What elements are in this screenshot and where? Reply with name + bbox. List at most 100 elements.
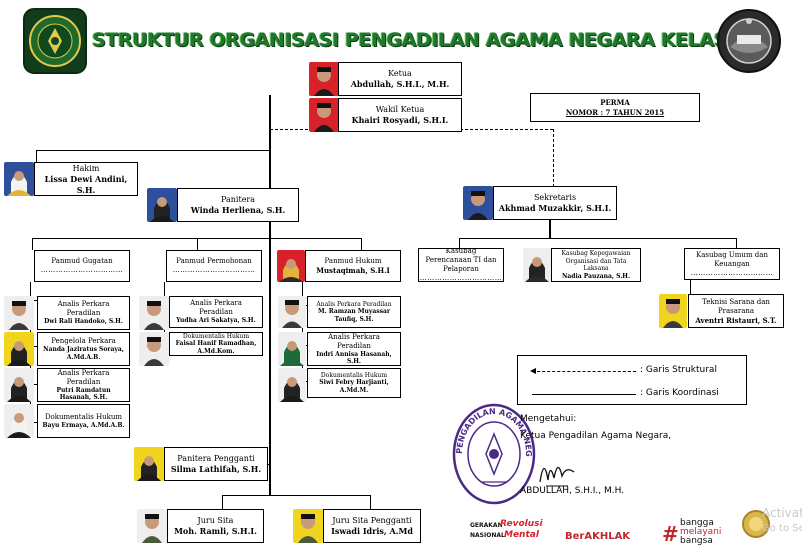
- legend-struktural-label: : Garis Struktural: [640, 365, 717, 375]
- pengadilan-agama-emblem: [23, 8, 87, 74]
- hashtag-icon: #: [662, 522, 679, 546]
- legend: : Garis Struktural : Garis Koordinasi: [517, 355, 747, 405]
- page-title: STRUKTUR ORGANISASI PENGADILAN AGAMA NEG…: [92, 29, 747, 51]
- sekretaris-name: Akhmad Muzakkir, S.H.I.: [498, 203, 612, 213]
- perma-box: PERMA NOMOR : 7 TAHUN 2015: [530, 93, 700, 122]
- ketua-name: Abdullah, S.H.I., M.H.: [350, 79, 450, 89]
- permohonan-staff-box: Analis Perkara Peradilan Yudha Ari Sakat…: [169, 296, 263, 328]
- sekretaris-box: Sekretaris Akhmad Muzakkir, S.H.I.: [493, 186, 617, 220]
- hukum-staff-name: Siwi Febry Harjianti, A.Md.M.: [319, 379, 389, 394]
- umum-staff-name: Aventri Ristauri, S.T.: [695, 315, 777, 325]
- gerakan-text-2: NASIONAL: [470, 532, 505, 539]
- panmud-gugatan-role: Panmud Gugatan: [51, 257, 113, 265]
- gugatan-staff-name: Bayu Ermaya, A.Md.A.B.: [42, 421, 125, 429]
- svg-text:PENGADILAN AGAMA NEGARA: PENGADILAN AGAMA NEGARA: [452, 402, 533, 457]
- jabatan-label: Ketua Pengadilan Agama Negara,: [520, 431, 672, 441]
- gold-medal-icon: [742, 510, 770, 538]
- jurusita-pengganti-box: Juru Sita Pengganti Iswadi Idris, A.Md: [323, 509, 421, 543]
- staff-photo: [4, 332, 34, 366]
- kasubag-kepegawaian-box: Kasubag Kepegawaian Organisasi dan Tata …: [551, 248, 641, 282]
- connector-line: [459, 238, 460, 248]
- perma-label: PERMA: [600, 98, 630, 107]
- kasubag-umum-dots: ……………………………: [690, 268, 774, 277]
- jurusita-box: Juru Sita Moh. Ramli, S.H.I.: [167, 509, 264, 543]
- kasubag-kepegawaian-name: Nadia Pauzana, S.H.: [561, 272, 631, 280]
- connector-line: [36, 150, 37, 162]
- jurusita-pengganti-photo: [293, 509, 323, 543]
- sekretaris-role: Sekretaris: [533, 193, 577, 202]
- permohonan-staff-role: Analis Perkara Peradilan: [190, 299, 242, 317]
- panmud-hukum-role: Panmud Hukum: [324, 257, 382, 265]
- panmud-permohonan-dots: ……………………………: [172, 266, 256, 274]
- legend-koordinasi-label: : Garis Koordinasi: [640, 388, 719, 398]
- staff-photo: [4, 404, 34, 438]
- legend-solid-line: [532, 394, 636, 395]
- hukum-staff-role: Analis Perkara Peradilan: [316, 300, 392, 308]
- panmud-permohonan-box: Panmud Permohonan ……………………………: [166, 250, 262, 282]
- jurusita-pengganti-name: Iswadi Idris, A.Md: [331, 526, 413, 536]
- panmud-gugatan-dots: ……………………………: [40, 266, 124, 274]
- panitera-photo: [147, 188, 177, 222]
- wakil-ketua-name: Khairi Rosyadi, S.H.I.: [351, 115, 449, 125]
- gugatan-staff-box: Pengelola Perkara Nanda Jaziratus Soraya…: [37, 332, 130, 366]
- hakim-photo: [4, 162, 34, 196]
- hukum-staff-name: M. Ramzan Muyassar Taufiq, S.H.: [317, 308, 391, 323]
- ketua-box: Ketua Abdullah, S.H.I., M.H.: [338, 62, 462, 96]
- gugatan-staff-role: Dokumentalis Hukum: [44, 412, 123, 421]
- kasubag-umum-box: Kasubag Umum dan Keuangan ……………………………: [684, 248, 780, 280]
- permohonan-staff-name: Yudha Ari Sakatya, S.H.: [176, 317, 256, 325]
- staff-photo: [278, 332, 306, 366]
- hukum-staff-box: Analis Perkara Peradilan Indri Annisa Ha…: [307, 332, 401, 366]
- ketua-role: Ketua: [388, 69, 412, 78]
- connector-line: [36, 150, 270, 151]
- legend-arrowhead: [530, 368, 536, 374]
- staff-photo: [278, 296, 306, 328]
- panmud-permohonan-role: Panmud Permohonan: [176, 257, 252, 265]
- connector-line: [269, 95, 271, 495]
- jurusita-role: Juru Sita: [197, 516, 234, 525]
- staff-photo: [278, 368, 306, 402]
- gugatan-staff-role: Analis Perkara Peradilan: [57, 368, 110, 386]
- connector-line: [222, 495, 223, 509]
- panitera-name: Winda Herliena, S.H.: [190, 205, 286, 215]
- sekretaris-photo: [463, 186, 493, 220]
- permohonan-staff-name: Faisal Hanif Ramadhan, A.Md.Kom.: [175, 340, 257, 355]
- wakil-ketua-photo: [309, 98, 339, 132]
- connector-line: [370, 495, 371, 509]
- gugatan-staff-name: Dwi Rali Handoko, S.H.: [44, 318, 123, 326]
- watermark-line1: Activate: [762, 506, 802, 520]
- umum-staff-box: Teknisi Sarana dan Prasarana Aventri Ris…: [688, 294, 784, 328]
- panitera-pengganti-box: Panitera Pengganti Silma Lathifah, S.H.: [164, 447, 268, 481]
- gugatan-staff-role: Analis Perkara Peradilan: [57, 300, 110, 318]
- connector-line: [549, 220, 551, 238]
- hakim-name: Lissa Dewi Andini, S.H.: [44, 173, 128, 195]
- connector-line: [222, 495, 370, 496]
- connector-line: [32, 238, 361, 239]
- gugatan-staff-name: Putri Ramdatun Hasanah, S.H.: [56, 386, 111, 402]
- bangga-text-2: melayani: [680, 527, 722, 537]
- permohonan-staff-box: Dokumentalis Hukum Faisal Hanif Ramadhan…: [169, 332, 263, 356]
- staff-photo: [139, 296, 169, 330]
- panitera-box: Panitera Winda Herliena, S.H.: [177, 188, 299, 222]
- watermark-line2: Go to Se: [762, 523, 802, 534]
- panitera-pengganti-photo: [134, 447, 164, 481]
- hukum-staff-name: Indri Annisa Hasanah, S.H.: [316, 350, 392, 366]
- hukum-staff-box: Dokumentalis Hukum Siwi Febry Harjianti,…: [307, 368, 401, 398]
- jurusita-pengganti-role: Juru Sita Pengganti: [332, 516, 412, 525]
- seal-text: PENGADILAN AGAMA NEGARA: [452, 402, 533, 457]
- kasubag-perencanaan-box: Kasubag Perencanaan TI dan Pelaporan …………: [418, 248, 504, 282]
- revolusi-text-1: Revolusi: [500, 519, 543, 529]
- kasubag-kepegawaian-photo: [523, 248, 551, 282]
- staff-photo: [4, 296, 34, 330]
- gugatan-staff-name: Nanda Jaziratus Soraya, A.Md.A.B.: [43, 346, 124, 361]
- koordinasi-line: [553, 129, 554, 187]
- wakil-ketua-role: Wakil Ketua: [375, 105, 425, 114]
- connector-line: [736, 238, 737, 248]
- jurusita-name: Moh. Ramli, S.H.I.: [174, 526, 257, 536]
- panmud-hukum-box: Panmud Hukum Mustaqimah, S.H.I: [305, 250, 401, 282]
- berakhlak-logo: BerAKHLAK: [565, 524, 635, 553]
- hakim-role: Hakim: [72, 163, 100, 173]
- connector-line: [361, 238, 362, 250]
- pejabat-name: ABDULLAH, S.H.I., M.H.: [520, 486, 625, 496]
- permohonan-staff-role: Dokumentalis Hukum: [182, 332, 250, 340]
